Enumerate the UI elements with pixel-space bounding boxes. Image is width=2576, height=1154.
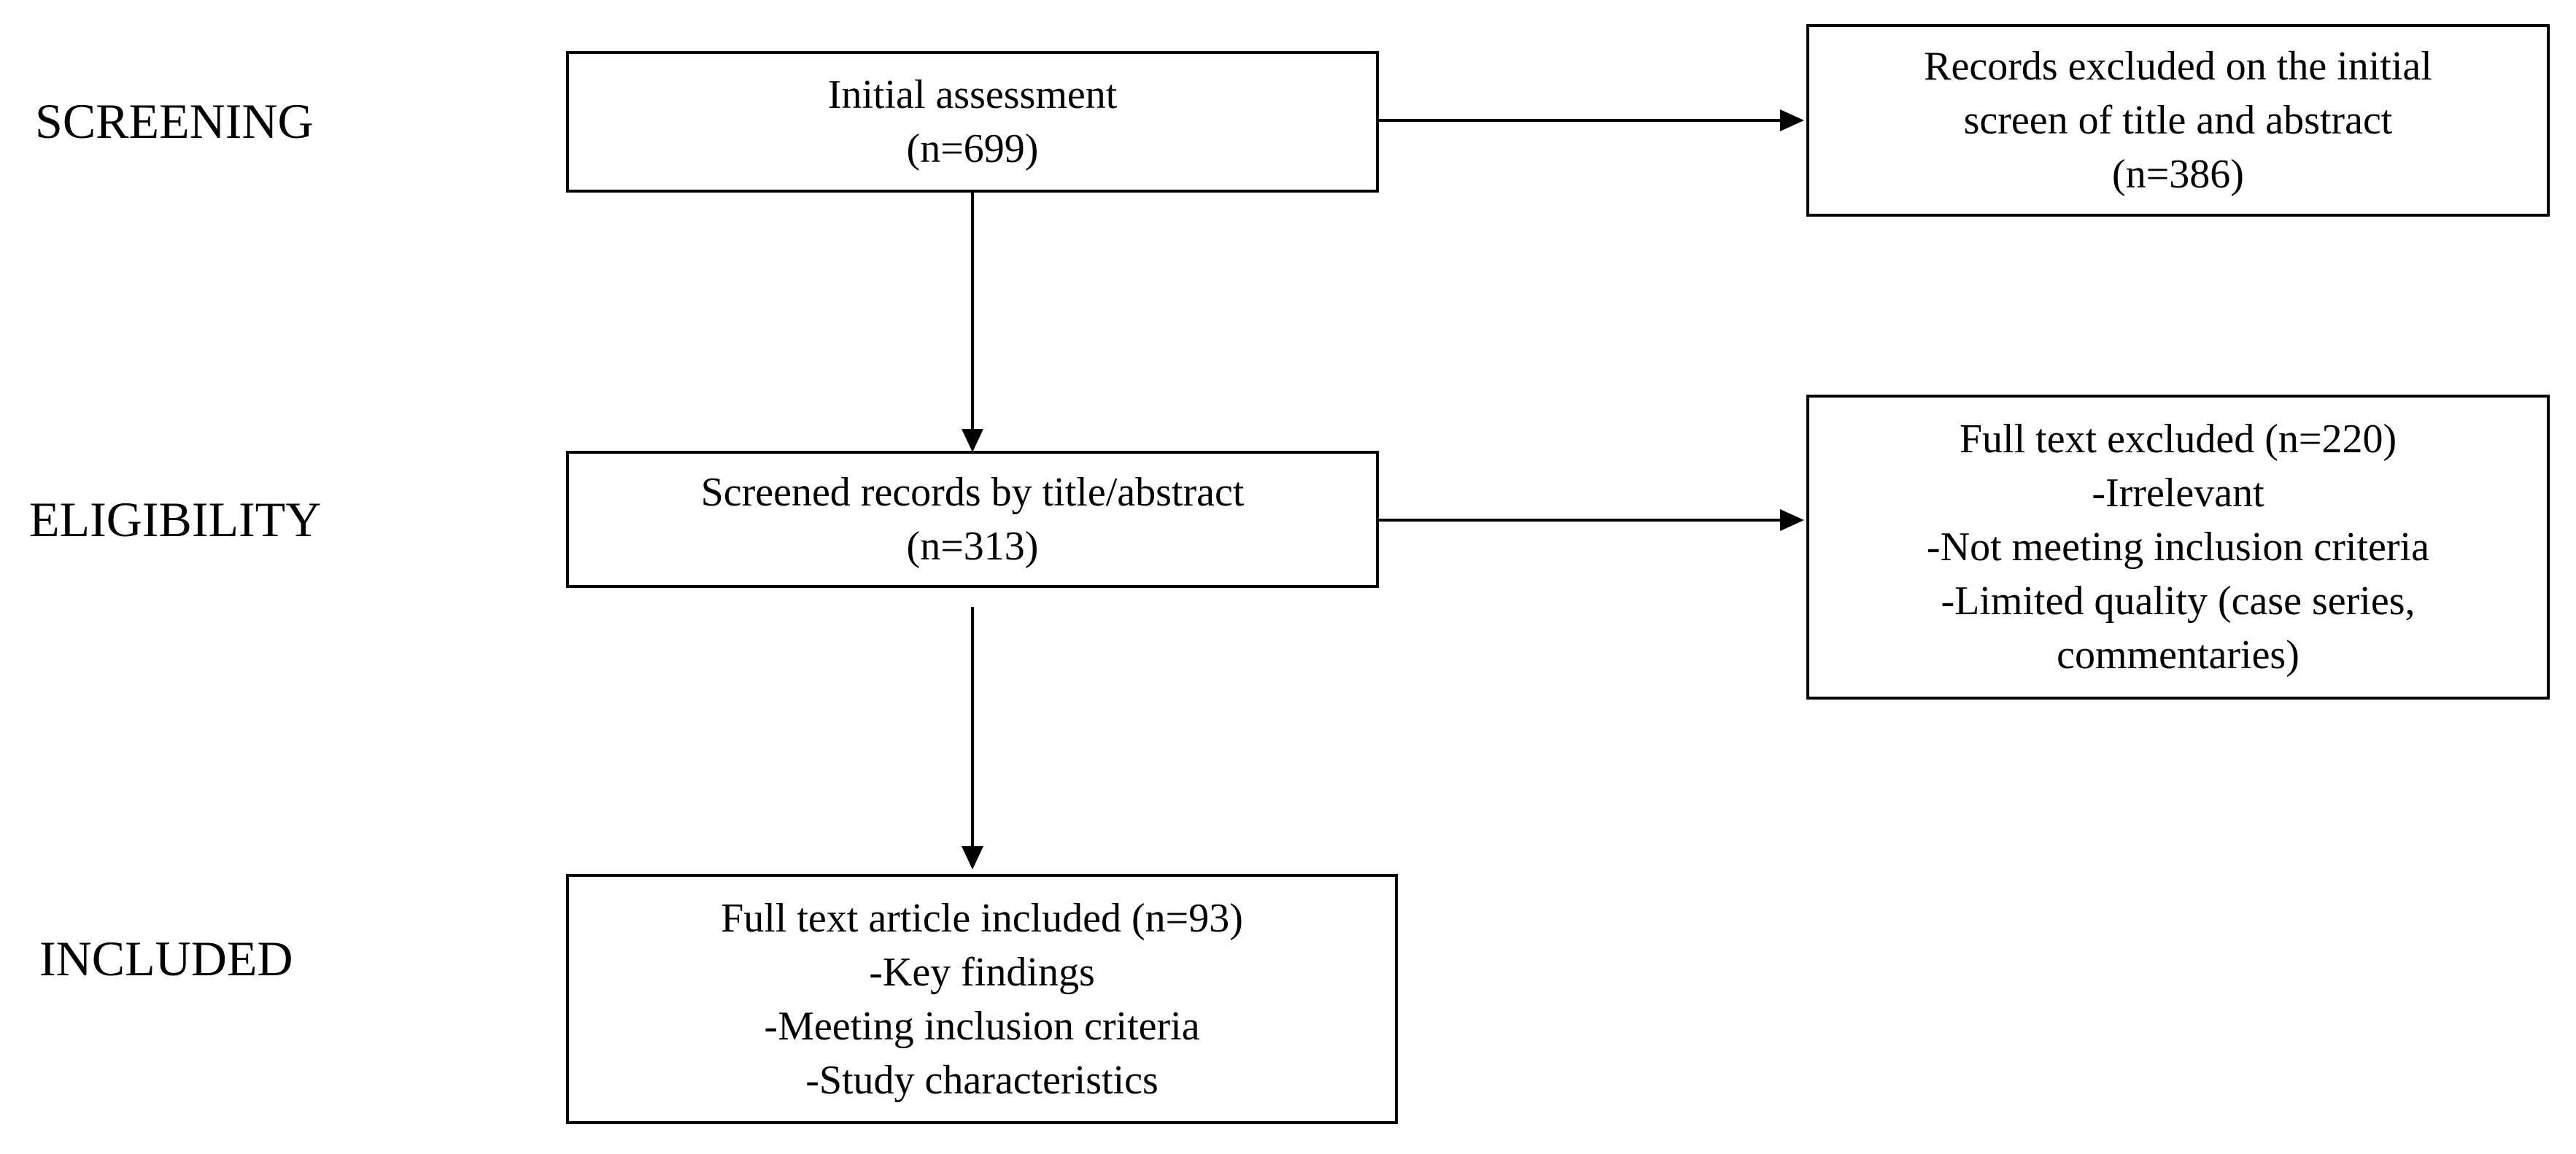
full-text-excluded-box: Full text excluded (n=220) -Irrelevant -… [1806, 395, 2550, 700]
box-line: (n=699) [906, 126, 1039, 171]
arrowhead-screened-to-included [962, 846, 983, 870]
box-line: (n=313) [906, 524, 1039, 569]
box-line: Full text excluded (n=220) [1959, 417, 2397, 462]
arrowhead-initial-to-screened [962, 429, 983, 452]
box-line: -Key findings [869, 949, 1095, 995]
arrowhead-screened-to-excluded [1780, 509, 1804, 531]
full-text-included-box: Full text article included (n=93) -Key f… [566, 874, 1398, 1124]
box-line: -Not meeting inclusion criteria [1927, 524, 2429, 570]
box-line: -Study characteristics [805, 1057, 1159, 1103]
stage-label-eligibility: ELIGIBILITY [29, 492, 322, 547]
box-line: -Limited quality (case series, [1941, 578, 2416, 624]
stage-label-included: INCLUDED [39, 931, 293, 986]
arrowhead-initial-to-excluded [1780, 109, 1804, 131]
box-line: (n=386) [2112, 152, 2244, 197]
box-line: Full text article included (n=93) [721, 895, 1243, 941]
box-line: commentaries) [2057, 632, 2300, 678]
box-line: Initial assessment [827, 72, 1118, 117]
box-line: Screened records by title/abstract [700, 470, 1245, 515]
box-line: Records excluded on the initial [1924, 44, 2432, 89]
initial-assessment-box: Initial assessment (n=699) [566, 51, 1379, 193]
box-line: screen of title and abstract [1963, 98, 2393, 143]
records-excluded-screen-box: Records excluded on the initial screen o… [1806, 24, 2550, 217]
box-line: -Irrelevant [2092, 470, 2264, 516]
stage-label-screening: SCREENING [35, 93, 314, 149]
box-line: -Meeting inclusion criteria [764, 1003, 1200, 1049]
screened-records-box: Screened records by title/abstract (n=31… [566, 451, 1379, 588]
